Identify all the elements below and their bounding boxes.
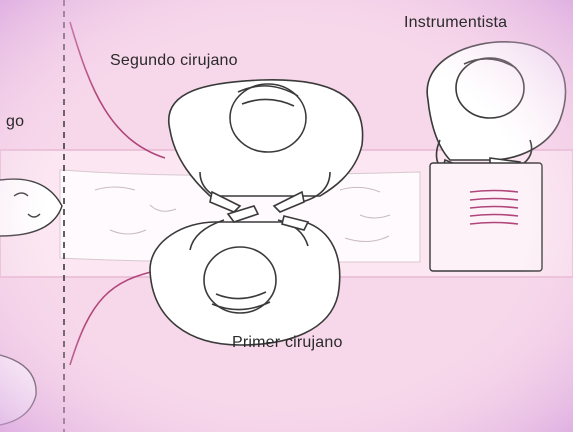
label-primer-cirujano: Primer cirujano <box>232 334 343 352</box>
label-partial-left: go <box>6 113 24 131</box>
label-instrumentista: Instrumentista <box>404 14 507 32</box>
label-segundo-cirujano: Segundo cirujano <box>110 52 238 70</box>
